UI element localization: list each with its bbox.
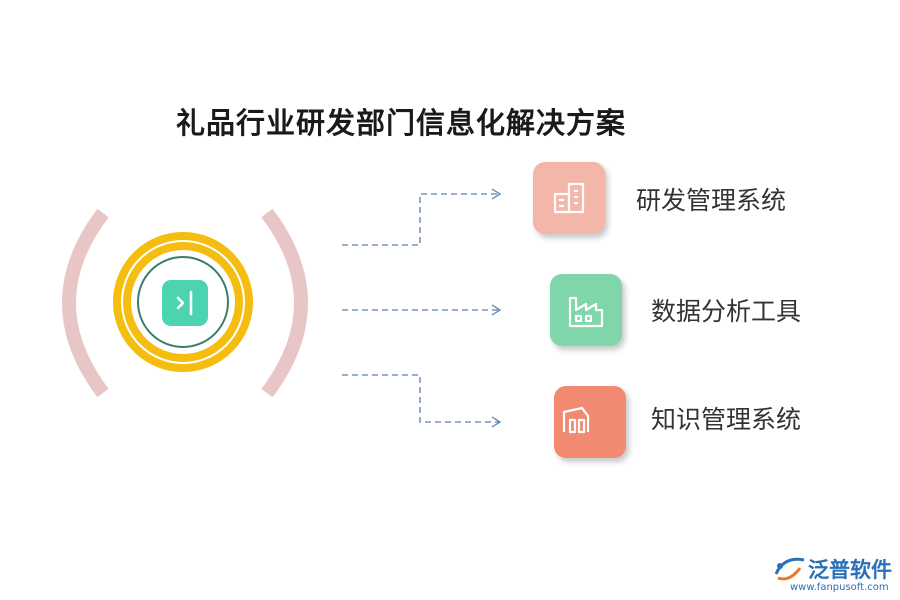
left-arc: [62, 208, 109, 398]
arrowhead-middle: [491, 304, 502, 316]
logo-mark-icon: [774, 557, 805, 581]
connector-top: [342, 193, 500, 246]
logo-name: 泛普软件: [808, 558, 892, 582]
right-arc: [261, 208, 308, 398]
page-title: 礼品行业研发部门信息化解决方案: [176, 106, 627, 140]
company-logo: [770, 552, 890, 596]
factory-icon: [550, 274, 622, 346]
arrowhead-top: [491, 188, 502, 200]
item-label-data-analysis: 数据分析工具: [651, 297, 802, 326]
warehouse-icon: [554, 386, 626, 458]
outer-ring: [113, 232, 253, 372]
arrowhead-bottom: [491, 416, 502, 428]
item-label-rd-management: 研发管理系统: [636, 186, 787, 215]
inner-ring: [123, 242, 243, 362]
item-label-knowledge-management: 知识管理系统: [651, 405, 802, 434]
office-building-icon: [533, 162, 605, 234]
sidebar-toggle-icon: [162, 280, 208, 326]
logo-url: www.fanpusoft.com: [790, 582, 889, 593]
connector-bottom: [342, 374, 500, 423]
